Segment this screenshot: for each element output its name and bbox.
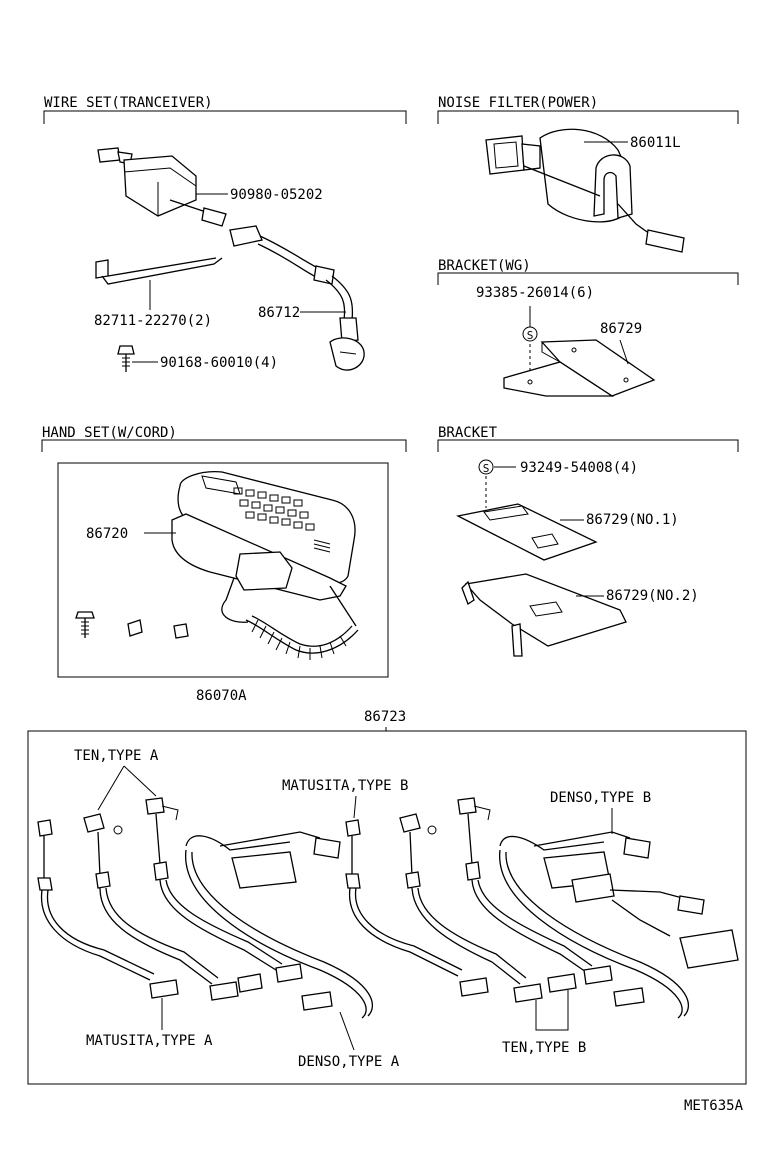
- section-title-wire-set: WIRE SET(TRANCEIVER): [44, 95, 213, 111]
- harness-label-matusita-type-b: MATUSITA,TYPE B: [282, 778, 408, 794]
- section-title-bracket: BRACKET: [438, 425, 498, 441]
- section-title-hand-set: HAND SET(W/CORD): [42, 425, 177, 441]
- section-title-noise-filter: NOISE FILTER(POWER): [438, 95, 598, 111]
- part-label-86011L: 86011L: [630, 135, 681, 151]
- section-hand-set: HAND SET(W/CORD): [41, 425, 407, 452]
- bracket-illustration: [456, 476, 627, 657]
- part-label-93385: 93385-26014(6): [476, 285, 594, 301]
- part-label-90980: 90980-05202: [230, 187, 323, 203]
- part-label-86729-no1: 86729(NO.1): [586, 512, 679, 528]
- harness-label-ten-type-a: TEN,TYPE A: [74, 748, 159, 764]
- bracket-wg-illustration: [503, 339, 656, 397]
- wire-set-illustration: [95, 147, 365, 372]
- part-label-86729: 86729: [600, 321, 642, 337]
- section-wire-set: WIRE SET(TRANCEIVER): [43, 95, 407, 124]
- part-label-86070A: 86070A: [196, 688, 247, 704]
- part-label-86723: 86723: [364, 709, 406, 725]
- harness-label-ten-type-b: TEN,TYPE B: [502, 1040, 586, 1056]
- noise-filter-illustration: [485, 128, 685, 253]
- drawing-code: MET635A: [684, 1098, 744, 1114]
- harness-label-matusita-type-a: MATUSITA,TYPE A: [86, 1033, 213, 1049]
- part-label-93249: 93249-54008(4): [520, 460, 638, 476]
- part-label-86712: 86712: [258, 305, 300, 321]
- screw-symbol-s-bracket: S: [483, 462, 490, 475]
- hand-set-illustration: [75, 471, 359, 660]
- hand-set-frame: [57, 462, 389, 678]
- screw-symbol-s: S: [527, 329, 534, 342]
- section-bracket: BRACKET: [437, 425, 739, 452]
- harness-frame: [27, 730, 747, 1085]
- part-label-86720: 86720: [86, 526, 128, 542]
- part-label-82711: 82711-22270(2): [94, 313, 212, 329]
- harness-label-denso-type-b: DENSO,TYPE B: [550, 790, 651, 806]
- harness-label-denso-type-a: DENSO,TYPE A: [298, 1054, 400, 1070]
- section-noise-filter: NOISE FILTER(POWER): [437, 95, 739, 124]
- section-bracket-wg: BRACKET(WG): [437, 258, 739, 285]
- harness-illustration: [37, 797, 739, 1019]
- section-title-bracket-wg: BRACKET(WG): [438, 258, 531, 274]
- part-label-90168: 90168-60010(4): [160, 355, 278, 371]
- part-label-86729-no2: 86729(NO.2): [606, 588, 699, 604]
